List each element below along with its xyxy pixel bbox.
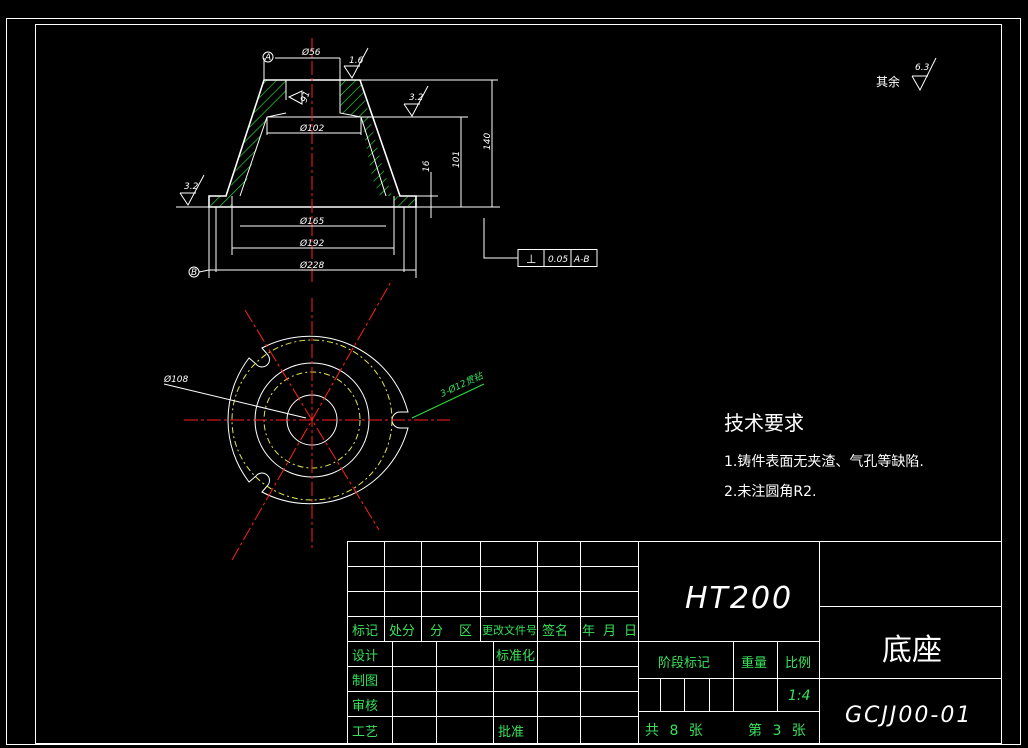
- tolerance-value: 0.05: [548, 255, 568, 265]
- hatch-left-wall: [228, 80, 286, 196]
- tb-standardized: 标准化: [496, 649, 535, 664]
- tb-total-sheets: 共 8 张: [645, 723, 706, 739]
- dim-dia-108: Ø108: [163, 374, 189, 385]
- datum-a-circle: [262, 51, 274, 63]
- tolerance-symbol: ⊥: [526, 252, 536, 266]
- angle-91: 91: [299, 90, 312, 104]
- tb-header-biaoji: 标记: [352, 624, 378, 639]
- datum-b-label: B: [191, 268, 197, 278]
- tb-header-chufen: 处分: [389, 624, 415, 639]
- tb-approved: 批准: [498, 725, 524, 740]
- roughness-other-prefix: 其余: [876, 74, 900, 89]
- center-line-diag-2: [231, 279, 393, 561]
- roughness-3-2-left: 3.2: [184, 182, 199, 192]
- outer-border: [6, 18, 1021, 745]
- tech-item-1: 1.铸件表面无夹渣、气孔等缺陷.: [724, 453, 924, 470]
- hatch-right-base: [394, 196, 416, 206]
- dim-dia-192: Ø192: [299, 238, 325, 249]
- roughness-3-2-right: 3.2: [409, 93, 424, 103]
- dim-dia-102: Ø102: [299, 123, 325, 134]
- tb-sheet-no: 第 3 张: [748, 722, 809, 739]
- datum-a-label: A: [264, 53, 271, 63]
- dim-height-16: 16: [422, 160, 432, 172]
- tb-drawing-no: GCJJ00-01: [845, 703, 972, 728]
- tb-material: HT200: [685, 581, 793, 616]
- tb-header-day: 日: [624, 624, 637, 639]
- hatch-right-wall: [340, 80, 392, 196]
- tb-header-change-doc: 更改文件号: [482, 623, 537, 637]
- tb-header-qu: 区: [459, 624, 472, 639]
- tolerance-frame: [517, 249, 598, 267]
- dim-holes: 3-Ø12贯钻: [439, 370, 487, 400]
- tb-scale-label: 比例: [785, 656, 811, 671]
- technical-requirements: 技术要求 1.铸件表面无夹渣、气孔等缺陷. 2.未注圆角R2.: [724, 411, 924, 500]
- roughness-other-note: 其余 6.3: [876, 57, 937, 92]
- tech-item-2: 2.未注圆角R2.: [724, 484, 816, 500]
- tb-part-name: 底座: [882, 633, 942, 668]
- tb-drafted: 制图: [352, 674, 378, 689]
- dim-dia-56: Ø56: [301, 47, 321, 58]
- roughness-other-value: 6.3: [915, 63, 930, 73]
- tb-header-month: 月: [603, 624, 616, 639]
- tb-weight: 重量: [741, 655, 767, 671]
- hatch-left-base: [210, 196, 232, 206]
- base-outline: [227, 335, 409, 505]
- dim-height-140: 140: [483, 133, 493, 150]
- tb-review: 审核: [352, 699, 378, 714]
- top-view: Ø108 3-Ø12贯钻: [163, 279, 487, 561]
- tech-title: 技术要求: [724, 411, 804, 435]
- front-section-view: A Ø56 1.6 91 3.2 3.2 Ø102 Ø165 Ø192: [176, 38, 598, 282]
- dim-height-101: 101: [452, 151, 462, 168]
- tb-scale-value: 1:4: [788, 688, 811, 704]
- tb-process: 工艺: [352, 725, 378, 740]
- title-block: 标记 处分 分 区 更改文件号 签名 年 月 日 设计 制图 审核 工艺 标准化…: [347, 541, 1002, 744]
- tb-header-year: 年: [582, 624, 595, 639]
- dim-dia-228: Ø228: [299, 260, 325, 271]
- tb-header-fen: 分: [430, 624, 443, 639]
- roughness-1-6: 1.6: [349, 56, 364, 66]
- tb-stage-mark: 阶段标记: [658, 656, 710, 671]
- dim-dia-165: Ø165: [299, 216, 325, 227]
- tb-design: 设计: [352, 649, 378, 664]
- tb-header-signature: 签名: [542, 623, 568, 639]
- tolerance-datum: A-B: [573, 255, 590, 265]
